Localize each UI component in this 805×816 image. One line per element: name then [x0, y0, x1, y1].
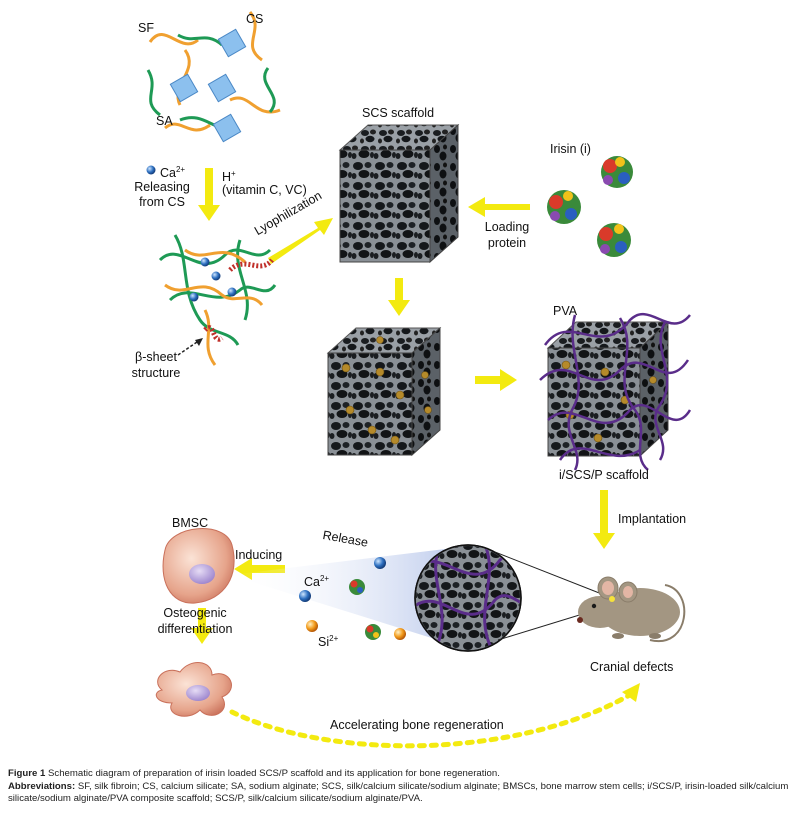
- crosslinked-network: [158, 234, 277, 366]
- differentiation-label: differentiation: [157, 622, 233, 636]
- cs-cube: [212, 113, 242, 143]
- released-irisin: [365, 624, 381, 640]
- sa-label: SA: [156, 114, 173, 128]
- arrow-osteogenic: [191, 608, 213, 644]
- cranial-defects-label: Cranial defects: [590, 660, 674, 674]
- release-zone: [230, 544, 613, 652]
- ca-ion: [374, 557, 386, 569]
- cs-label: CS: [246, 12, 264, 26]
- implantation-label: Implantation: [618, 512, 687, 526]
- beta-sheet-label: β-sheet: [135, 350, 177, 364]
- scs-scaffold-label: SCS scaffold: [362, 106, 435, 120]
- irisin-cluster: [547, 190, 581, 224]
- loading-label: Loading: [484, 220, 530, 234]
- caption-title: Schematic diagram of preparation of iris…: [48, 768, 500, 779]
- arrow-loading: [468, 197, 530, 217]
- schematic-figure: [146, 11, 692, 749]
- figure-caption: Figure 1 Schematic diagram of preparatio…: [8, 768, 800, 806]
- nucleus: [189, 564, 215, 584]
- arrow-right-pva: [475, 369, 517, 391]
- cs-cube: [217, 28, 247, 58]
- protein-label: protein: [487, 236, 527, 250]
- cs-cube: [207, 73, 237, 103]
- iscsp-scaffold-label: i/SCS/P scaffold: [559, 468, 649, 482]
- irisin-proteins: [547, 156, 633, 257]
- si-ion: [394, 628, 406, 640]
- pva-label: PVA: [553, 304, 578, 318]
- osteogenic-label: Osteogenic: [163, 606, 227, 620]
- arrow-lyophilization: [268, 218, 333, 264]
- ca-ion: [299, 590, 311, 602]
- released-irisin: [349, 579, 365, 595]
- inducing-label: Inducing: [235, 548, 283, 562]
- arrow-down-1: [198, 168, 220, 221]
- ca-ion-label: Ca2+: [304, 574, 330, 590]
- osteoblast-cell: [155, 662, 232, 717]
- bone-regeneration-arc: [229, 689, 638, 749]
- h-plus-label: H+: [222, 169, 236, 185]
- caption-abbreviations: Abbreviations: SF, silk fibroin; CS, cal…: [8, 781, 800, 806]
- ca-ion-marker: [146, 165, 156, 175]
- iscsp-scaffold-cube: [539, 313, 692, 471]
- loaded-scaffold-cube: [326, 326, 442, 457]
- scs-scaffold-cube: [338, 123, 460, 264]
- caption-title-line: Figure 1 Schematic diagram of preparatio…: [8, 768, 800, 781]
- nucleus: [186, 685, 210, 701]
- si-ion: [306, 620, 318, 632]
- accelerating-label: Accelerating bone regeneration: [330, 718, 504, 732]
- vitamin-c-label: (vitamin C, VC): [222, 183, 307, 197]
- ca-releasing-label: Ca2+: [160, 165, 186, 181]
- irisin-cluster: [601, 156, 633, 188]
- bmsc-label: BMSC: [172, 516, 209, 530]
- sf-label: SF: [138, 21, 154, 35]
- arrow-down-2: [388, 278, 410, 316]
- structure-label: structure: [131, 366, 181, 380]
- raw-materials: [146, 11, 281, 143]
- mouse: [577, 576, 686, 643]
- irisin-cluster: [597, 223, 631, 257]
- abbreviations-text: SF, silk fibroin; CS, calcium silicate; …: [8, 780, 789, 805]
- release-beam: [230, 546, 470, 650]
- releasing-label: Releasing: [134, 180, 190, 194]
- si-ion-label: Si2+: [318, 634, 339, 650]
- arrow-implantation: [593, 490, 615, 549]
- abbreviations-label: Abbreviations:: [8, 780, 76, 792]
- from-cs-label: from CS: [139, 195, 185, 209]
- irisin-label: Irisin (i): [550, 142, 591, 156]
- zoom-circle: [414, 544, 522, 652]
- figure-label: Figure 1: [8, 768, 46, 779]
- bone-regeneration-arrowhead: [622, 683, 640, 702]
- released-ions: [299, 557, 406, 640]
- cs-cube: [169, 73, 199, 103]
- pva-chains: [539, 313, 692, 471]
- bmsc-cell: [162, 528, 235, 604]
